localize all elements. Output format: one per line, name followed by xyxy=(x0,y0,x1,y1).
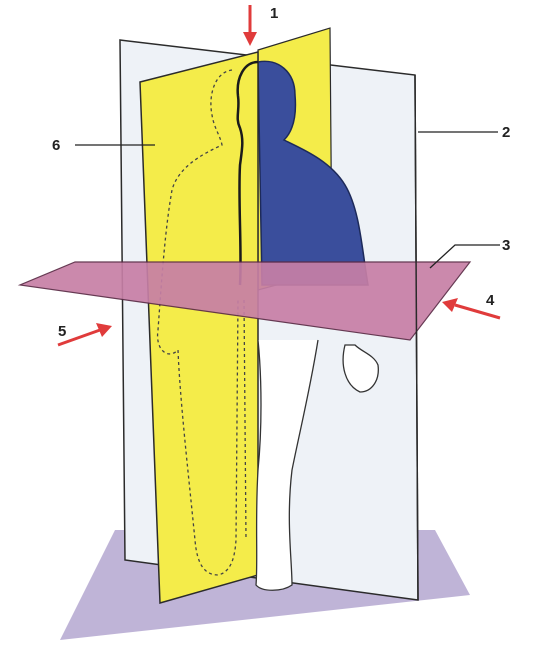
label-4: 4 xyxy=(486,292,495,309)
label-6: 6 xyxy=(52,137,60,154)
label-5: 5 xyxy=(58,323,66,340)
label-2: 2 xyxy=(502,124,510,141)
down-arrow-icon xyxy=(243,5,257,46)
label-3: 3 xyxy=(502,237,510,254)
label-1: 1 xyxy=(270,5,278,22)
